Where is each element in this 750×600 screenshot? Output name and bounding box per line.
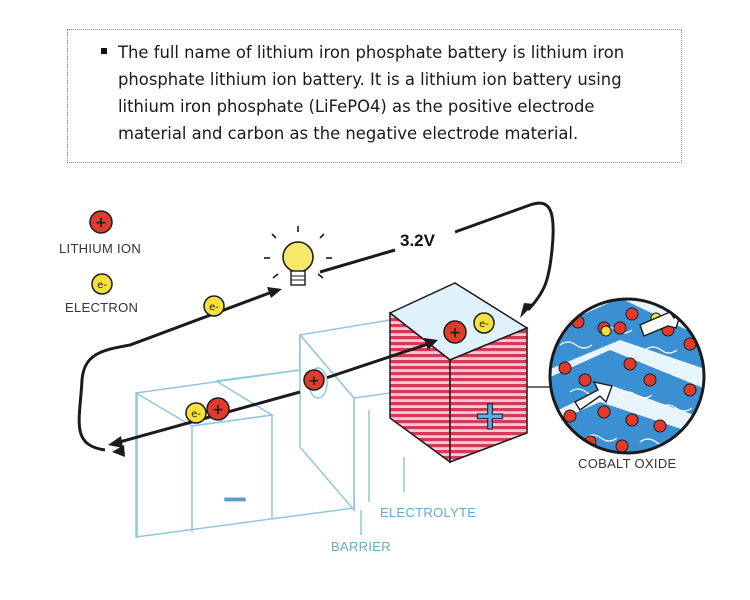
electron-symbol: e- bbox=[97, 280, 107, 291]
light-bulb-icon bbox=[264, 226, 332, 286]
ion-symbol: + bbox=[95, 215, 107, 231]
arrowhead-icon bbox=[424, 338, 438, 350]
barrier-label: BARRIER bbox=[331, 539, 391, 554]
battery-diagram: 3.2V + LITHIUM ION e- ELECTRON e- bbox=[59, 201, 706, 554]
circuit-wire-mid bbox=[319, 248, 396, 274]
barrier-panel bbox=[299, 332, 355, 513]
ion-symbol: + bbox=[449, 325, 461, 341]
entry-arrow-icon bbox=[574, 380, 613, 411]
lithium-ion-icon bbox=[89, 210, 113, 234]
cobalt-oxide-zoom bbox=[527, 297, 706, 455]
bullet-icon bbox=[101, 48, 107, 54]
legend-lithium-ion: + LITHIUM ION bbox=[59, 210, 141, 256]
ion-symbol: + bbox=[212, 402, 224, 418]
wire-arrowhead-icon bbox=[267, 287, 282, 298]
description-box: The full name of lithium iron phosphate … bbox=[67, 29, 682, 163]
electron-particle: e- bbox=[185, 402, 207, 424]
ion-path-arrow bbox=[115, 390, 301, 445]
wire-arrowhead-icon bbox=[112, 445, 125, 457]
lithium-ion-particle: + bbox=[303, 369, 325, 391]
ion-symbol: + bbox=[309, 374, 320, 389]
wire-arrowhead-icon bbox=[520, 303, 534, 318]
voltage-label: 3.2V bbox=[400, 231, 436, 250]
anode-negative-icon: − bbox=[221, 479, 250, 519]
electron-particle: e- bbox=[203, 295, 225, 317]
lithium-ion-particle: + bbox=[443, 320, 467, 344]
circuit-wire-left bbox=[77, 290, 273, 452]
arrowhead-icon bbox=[108, 436, 123, 448]
cobalt-oxide-label: COBALT OXIDE bbox=[578, 456, 677, 471]
ion-path-arrow bbox=[325, 342, 429, 380]
electron-particle: e- bbox=[473, 312, 495, 334]
lithium-ion-label: LITHIUM ION bbox=[59, 241, 141, 256]
circuit-wire-right bbox=[454, 201, 555, 312]
electron-symbol: e- bbox=[191, 409, 201, 420]
cathode-front-face bbox=[449, 326, 528, 464]
cathode-positive-icon: + bbox=[473, 393, 507, 439]
legend-electron: e- ELECTRON bbox=[65, 273, 138, 315]
electron-symbol: e- bbox=[209, 302, 219, 313]
electron-symbol: e- bbox=[479, 319, 489, 330]
lithium-ion-particle: + bbox=[206, 397, 230, 421]
electron-label: ELECTRON bbox=[65, 300, 138, 315]
electron-icon bbox=[91, 273, 113, 295]
description-text: The full name of lithium iron phosphate … bbox=[118, 43, 625, 143]
electrolyte-label: ELECTROLYTE bbox=[380, 505, 476, 520]
